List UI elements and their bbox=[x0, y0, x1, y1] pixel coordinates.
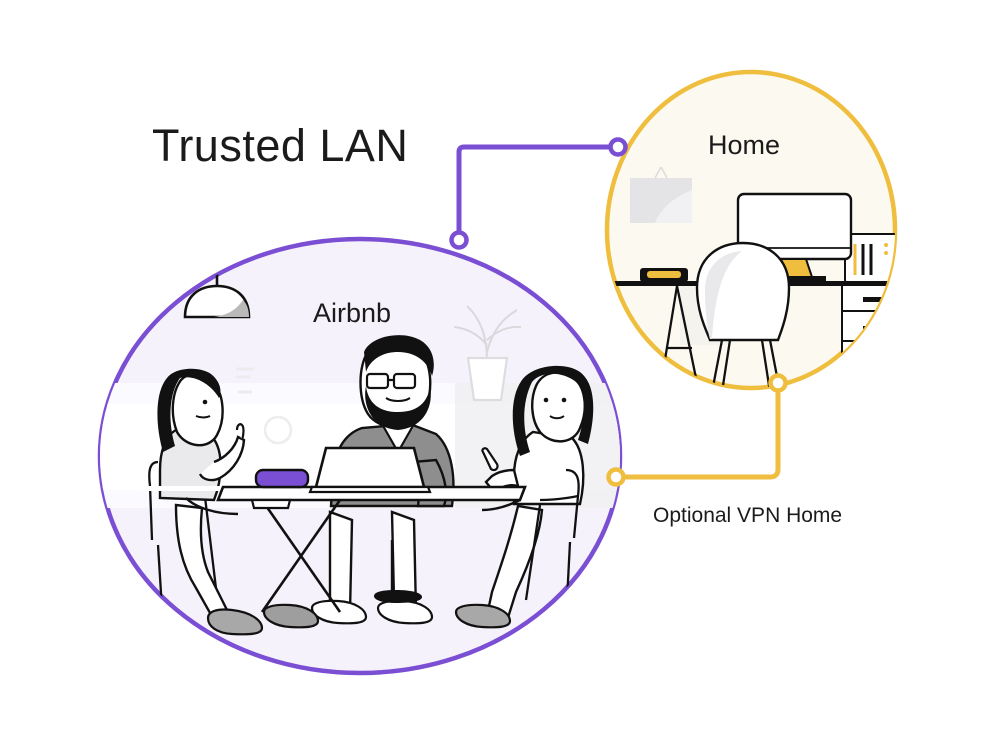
connector-trusted-lan[interactable] bbox=[456, 144, 621, 243]
endpoint-vpn-airbnb[interactable] bbox=[606, 467, 626, 487]
pen-tray-icon bbox=[640, 268, 688, 282]
drawer-cabinet-icon bbox=[841, 282, 895, 380]
endpoint-lan-home[interactable] bbox=[608, 137, 628, 157]
framed-picture-icon bbox=[630, 166, 692, 223]
endpoint-lan-airbnb[interactable] bbox=[449, 230, 469, 250]
page-title: Trusted LAN bbox=[152, 120, 409, 171]
potted-plant-icon bbox=[453, 305, 522, 402]
wall-clock-icon bbox=[263, 415, 293, 445]
connection-label-optional-vpn-home: Optional VPN Home bbox=[653, 504, 843, 527]
travel-router-icon[interactable] bbox=[254, 468, 310, 489]
node-home[interactable] bbox=[604, 69, 907, 392]
endpoint-vpn-home[interactable] bbox=[768, 373, 788, 393]
person-right-woman bbox=[454, 365, 594, 629]
node-airbnb[interactable] bbox=[97, 236, 623, 676]
node-label-airbnb: Airbnb bbox=[313, 298, 392, 328]
airbnb-scene bbox=[100, 258, 620, 636]
wall-decor bbox=[236, 367, 254, 394]
desk-chair-icon bbox=[695, 241, 791, 388]
connector-vpn-home[interactable] bbox=[613, 380, 781, 480]
connector-endpoints[interactable] bbox=[449, 137, 788, 487]
laptop-icon bbox=[308, 446, 432, 494]
person-left-woman bbox=[148, 368, 264, 636]
pendant-lamp-icon bbox=[183, 258, 251, 319]
conference-table bbox=[140, 485, 527, 629]
node-label-home: Home bbox=[708, 130, 781, 160]
